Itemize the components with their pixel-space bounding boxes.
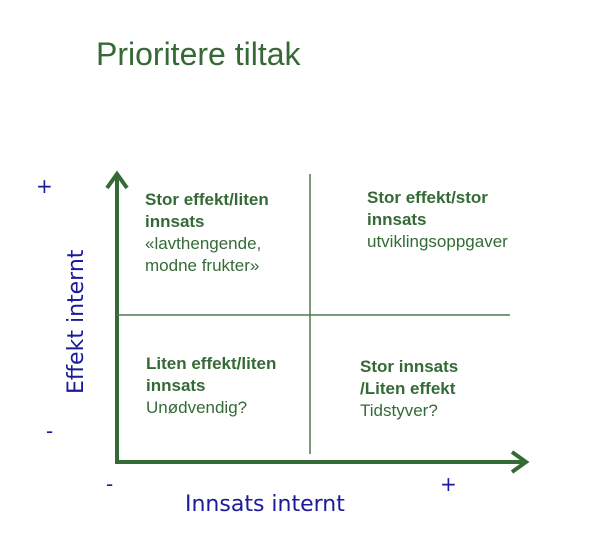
quadrant-heading: Liten effekt/liten [146, 354, 277, 373]
quadrant-description: modne frukter» [145, 256, 260, 275]
quadrant-description: Unødvendig? [146, 398, 248, 417]
y-axis-minus-marker: - [46, 419, 54, 443]
quadrant-bottom-left: Liten effekt/liten innsats Unødvendig? [146, 353, 276, 419]
y-axis-plus-marker: + [36, 174, 53, 198]
quadrant-heading: innsats [367, 210, 427, 229]
quadrant-heading: Stor innsats [360, 357, 459, 376]
y-axis-label: Effekt internt [64, 249, 89, 394]
quadrant-description: «lavthengende, [145, 234, 262, 253]
quadrant-description: Tidstyver? [360, 401, 438, 420]
x-axis-arrowhead-icon [510, 450, 530, 474]
quadrant-top-left: Stor effekt/liten innsats «lavthengende,… [145, 189, 269, 277]
x-axis-minus-marker: - [106, 472, 114, 496]
quadrant-bottom-right: Stor innsats /Liten effekt Tidstyver? [360, 356, 458, 422]
quadrant-heading: innsats [145, 212, 205, 231]
quadrant-top-right: Stor effekt/stor innsats utviklingsoppga… [367, 187, 508, 253]
quadrant-heading: Stor effekt/stor [367, 188, 488, 207]
page-title: Prioritere tiltak [96, 36, 301, 72]
quadrant-heading: /Liten effekt [360, 379, 456, 398]
x-axis-label: Innsats internt [185, 492, 345, 517]
quadrant-heading: Stor effekt/liten [145, 190, 269, 209]
y-axis-arrowhead-icon [105, 170, 129, 190]
x-axis-plus-marker: + [440, 472, 457, 496]
quadrant-heading: innsats [146, 376, 206, 395]
quadrant-description: utviklingsoppgaver [367, 232, 508, 251]
